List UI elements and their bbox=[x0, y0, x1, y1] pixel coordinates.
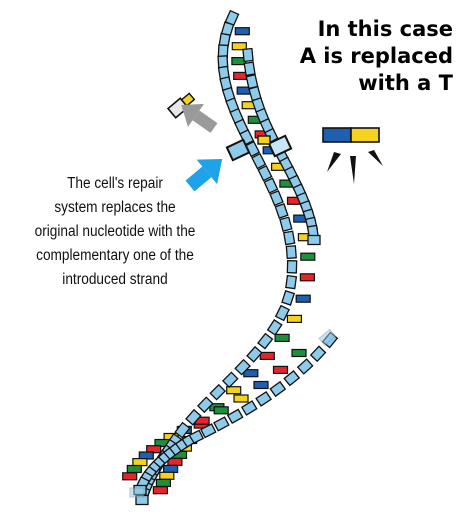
base bbox=[300, 274, 314, 281]
headline-line: A is replaced bbox=[233, 43, 453, 70]
headline-line: with a T bbox=[233, 70, 453, 97]
backbone-segment bbox=[298, 359, 313, 374]
base bbox=[133, 459, 147, 466]
base bbox=[296, 295, 310, 302]
caption-line: system replaces the bbox=[14, 196, 216, 220]
backbone-segment bbox=[275, 204, 287, 218]
backbone-segment bbox=[284, 231, 295, 244]
base bbox=[254, 382, 268, 389]
caption-line: introduced strand bbox=[14, 268, 216, 292]
backbone-segment bbox=[256, 392, 271, 406]
backbone-segment bbox=[247, 347, 262, 362]
caption-line: original nucleotide with the bbox=[14, 220, 216, 244]
backbone-segment bbox=[210, 385, 225, 400]
backbone-segment bbox=[286, 246, 296, 259]
base bbox=[260, 352, 274, 359]
backbone-segment bbox=[280, 217, 292, 231]
base bbox=[127, 466, 141, 473]
right-bases bbox=[123, 350, 306, 480]
backbone-segment bbox=[242, 401, 257, 415]
caption: The cell's repair system replaces the or… bbox=[14, 172, 216, 292]
backbone-segment bbox=[264, 178, 277, 193]
backbone-segment bbox=[268, 320, 282, 335]
caption-line: The cell's repair bbox=[14, 172, 216, 196]
base bbox=[227, 387, 241, 394]
base bbox=[123, 473, 137, 480]
backbone-segment bbox=[270, 191, 283, 206]
headline: In this case A is replaced with a T bbox=[233, 16, 453, 97]
base bbox=[234, 395, 248, 402]
replacement-pair bbox=[323, 128, 379, 142]
backbone-segment bbox=[258, 166, 271, 181]
backbone-segment bbox=[270, 382, 285, 396]
base bbox=[164, 465, 178, 472]
caption-line: complementary one of the bbox=[14, 244, 216, 268]
backbone-segment bbox=[252, 154, 265, 169]
backbone-segment bbox=[223, 372, 238, 387]
base bbox=[301, 253, 315, 260]
emphasis-burst-icon bbox=[327, 150, 383, 184]
backbone-segment bbox=[311, 346, 326, 361]
backbone-segment bbox=[287, 261, 296, 273]
backbone-segment bbox=[258, 334, 272, 349]
backbone-segment bbox=[214, 417, 229, 431]
backbone-segment bbox=[282, 291, 294, 305]
base bbox=[274, 366, 288, 373]
backbone-segment bbox=[286, 276, 297, 289]
base bbox=[214, 407, 228, 414]
headline-line: In this case bbox=[233, 16, 453, 43]
backbone-segment bbox=[228, 409, 243, 423]
base bbox=[160, 472, 174, 479]
base bbox=[153, 487, 167, 494]
base bbox=[287, 315, 301, 322]
base bbox=[156, 479, 170, 486]
backbone-segment bbox=[308, 236, 320, 245]
base bbox=[275, 334, 289, 341]
base bbox=[292, 350, 306, 357]
base bbox=[139, 452, 153, 459]
